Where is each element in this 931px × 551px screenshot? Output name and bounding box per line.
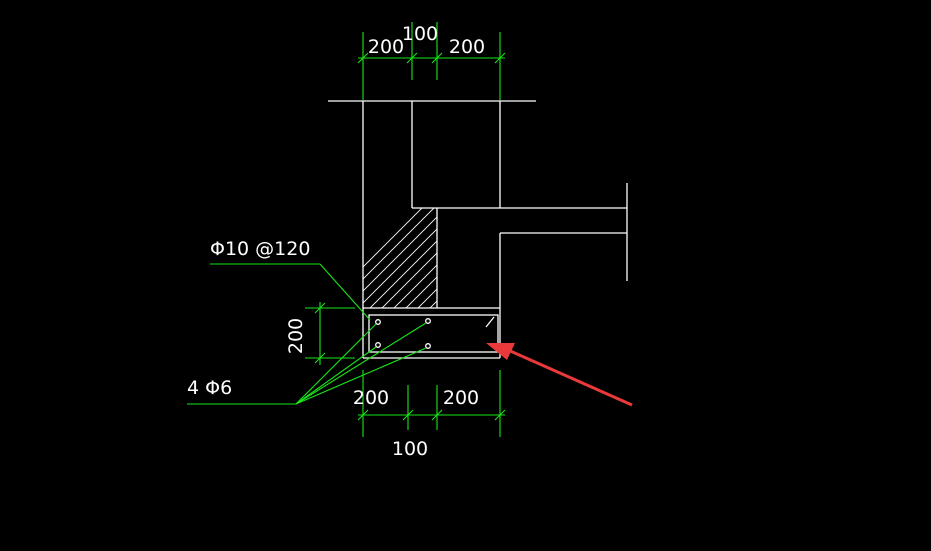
- dim-tick: [357, 409, 369, 421]
- red-arrow-head: [486, 343, 515, 360]
- hatch-line: [696, 100, 926, 330]
- stirrup-hook: [485, 316, 495, 328]
- stirrup-leader: Φ10 @120: [210, 238, 371, 321]
- rebar-dot: [375, 319, 381, 325]
- dim-tick: [431, 52, 443, 64]
- structure-outline: [328, 100, 628, 359]
- left-dimension: 200: [285, 302, 355, 365]
- hatch-line: [363, 101, 437, 308]
- dim-tick: [494, 52, 506, 64]
- hatch-line: [624, 100, 854, 330]
- dim-tick: [314, 302, 326, 314]
- top-dimensions: 200 100 200: [357, 22, 506, 100]
- hatch-line: [363, 101, 437, 308]
- hatch-line: [363, 101, 437, 308]
- red-arrow-annotation: [486, 343, 633, 407]
- dim-text-top-right: 200: [449, 36, 485, 58]
- leader-line: [295, 323, 377, 405]
- hatch-line: [468, 100, 698, 330]
- hatch-line: [504, 100, 734, 330]
- dim-tick: [431, 409, 443, 421]
- hatch-line: [564, 100, 794, 330]
- dim-tick: [314, 352, 326, 364]
- wall-hatch: [363, 100, 926, 330]
- dim-tick: [494, 409, 506, 421]
- hatch-line: [528, 100, 758, 330]
- leader-line: [295, 346, 377, 405]
- rebar-dot: [425, 318, 431, 324]
- hatch-line: [395, 101, 437, 308]
- hatch-line: [363, 101, 437, 308]
- hatch-line: [612, 100, 842, 330]
- hatch-line: [660, 100, 890, 330]
- hatch-line: [516, 100, 746, 330]
- leader-line: [295, 322, 427, 405]
- hatch-line: [363, 101, 437, 308]
- hatch-line: [383, 101, 437, 308]
- dim-text-left-vertical: 200: [285, 318, 307, 354]
- hatch-line: [492, 100, 722, 330]
- rebar-leader: 4 Φ6: [187, 322, 427, 405]
- hatch-line: [636, 100, 866, 330]
- dim-tick: [402, 409, 414, 421]
- hatch-line: [672, 100, 902, 330]
- leader-line: [319, 263, 371, 321]
- dim-text-bottom-right: 200: [443, 387, 479, 409]
- stirrup: [368, 314, 499, 353]
- dim-tick: [406, 52, 418, 64]
- rebar-dot: [375, 342, 381, 348]
- beam-reinforcement: [368, 314, 499, 353]
- hatch-line: [456, 100, 686, 330]
- rebar-label: 4 Φ6: [187, 377, 232, 399]
- hatch-line: [588, 100, 818, 330]
- rebar-dot: [425, 343, 431, 349]
- hatch-line: [444, 100, 674, 330]
- hatch-line: [407, 101, 437, 308]
- hatch-line: [540, 100, 770, 330]
- dim-tick: [357, 52, 369, 64]
- hatch-line: [371, 101, 437, 308]
- dim-text-top-middle: 100: [402, 23, 438, 45]
- leader-line: [295, 347, 427, 405]
- dim-text-bottom-left: 200: [353, 387, 389, 409]
- red-arrow-shaft: [507, 348, 633, 407]
- hatch-line: [648, 100, 878, 330]
- hatch-line: [684, 100, 914, 330]
- dim-text-bottom-middle: 100: [392, 438, 428, 460]
- hatch-line: [552, 100, 782, 330]
- hatch-line: [576, 100, 806, 330]
- hatch-line: [363, 101, 437, 308]
- stirrup-label: Φ10 @120: [210, 238, 310, 260]
- bottom-dimensions: 200 200 100: [353, 370, 506, 460]
- hatch-line: [600, 100, 830, 330]
- hatch-line: [480, 100, 710, 330]
- dim-text-top-left: 200: [368, 36, 404, 58]
- hatch-line: [419, 101, 437, 308]
